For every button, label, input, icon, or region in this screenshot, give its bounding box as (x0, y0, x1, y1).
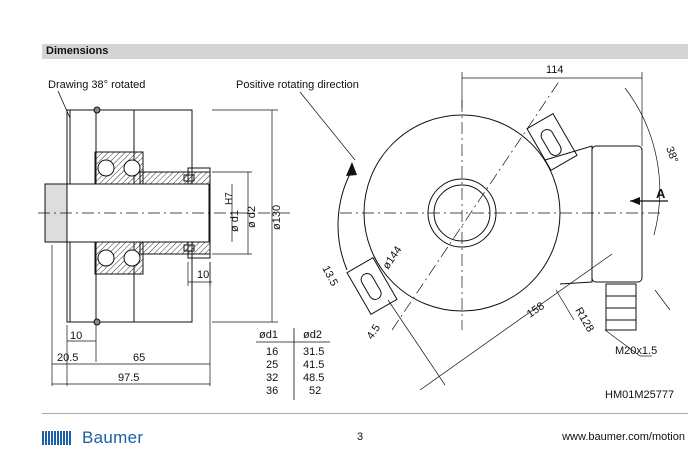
section-title: Dimensions (46, 45, 109, 57)
drawing-id: HM01M25777 (605, 389, 674, 401)
table-row-4-d1: 36 (266, 385, 278, 397)
dim-4-5: 4.5 (365, 322, 384, 341)
dim-d1-tol: H7 (224, 192, 235, 205)
table-row-3-d1: 32 (266, 372, 278, 384)
logo-bars-icon (42, 431, 72, 445)
dim-158: 158 (525, 300, 547, 320)
dimension-table: ød1 ød2 16 31.5 25 41.5 32 48.5 36 52 (256, 328, 330, 400)
dim-d1: ø d1 (229, 210, 241, 232)
footer-url[interactable]: www.baumer.com/motion (562, 431, 685, 443)
table-header-d2: ød2 (303, 329, 322, 341)
dim-r128: R128 (572, 306, 596, 335)
dim-d2: ø d2 (246, 206, 258, 228)
caption-leader (57, 90, 71, 119)
table-row-3-d2: 48.5 (303, 372, 324, 384)
page-number: 3 (357, 431, 364, 443)
dim-10-left: 10 (70, 330, 82, 342)
dim-114: 114 (546, 64, 564, 76)
right-dim-lines (387, 72, 671, 391)
table-row-1-d1: 16 (266, 346, 278, 358)
dim-m20: M20x1.5 (615, 345, 657, 357)
table-row-2-d2: 41.5 (303, 359, 324, 371)
rotation-arrow (337, 169, 353, 271)
dim-13-5: 13.5 (319, 264, 340, 289)
dim-65: 65 (133, 352, 145, 364)
dim-20-5: 20.5 (57, 352, 78, 364)
view-a-label: A (656, 186, 666, 201)
encoder-front-view (346, 113, 643, 331)
dim-130: ø130 (271, 205, 283, 230)
baumer-logo: Baumer (42, 428, 143, 448)
dim-97-5: 97.5 (118, 372, 139, 384)
footer-divider (42, 413, 688, 414)
encoder-side-view (44, 106, 211, 326)
left-caption: Drawing 38° rotated (48, 79, 145, 91)
table-row-1-d2: 31.5 (303, 346, 324, 358)
section-header: Dimensions (42, 44, 688, 59)
dim-144: ø144 (381, 244, 405, 272)
table-header-d1: ød1 (259, 329, 278, 341)
table-row-4-d2: 52 (309, 385, 321, 397)
dim-38: 38° (663, 145, 680, 165)
dim-10-right: 10 (197, 269, 209, 281)
horizontal-dims-bottom (51, 245, 211, 386)
right-caption: Positive rotating direction (236, 79, 359, 91)
brand-name: Baumer (82, 428, 144, 447)
vertical-dims-left (212, 109, 278, 323)
table-row-2-d1: 25 (266, 359, 278, 371)
